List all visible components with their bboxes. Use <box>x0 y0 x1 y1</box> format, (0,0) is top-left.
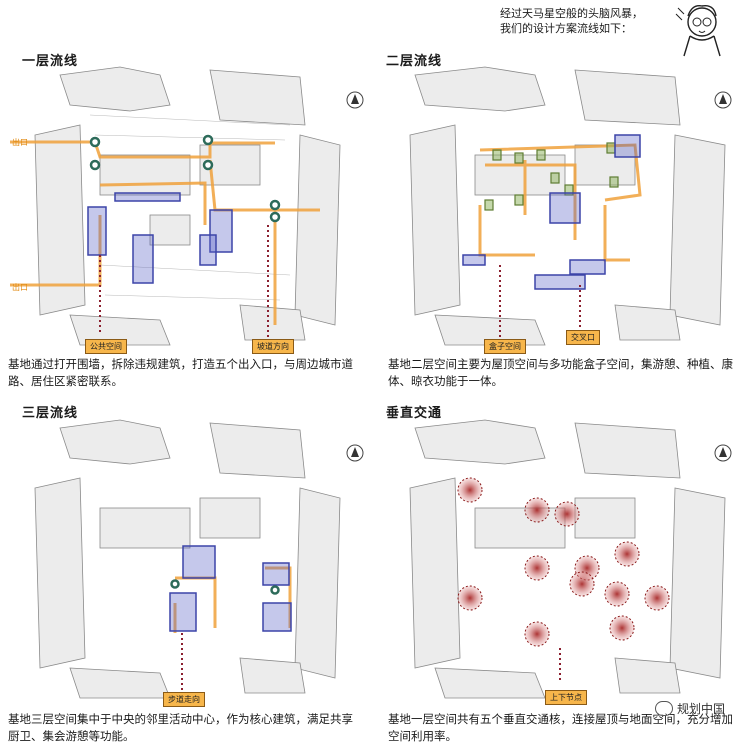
panel-4-title: 垂直交通 <box>386 406 443 421</box>
panel-1-title: 一层流线 <box>22 54 79 69</box>
panel-3-caption: 基地三层空间集中于中央的邻里活动中心，作为核心建筑，满足共享厨卫、集会游憩等功能… <box>8 712 353 743</box>
tag-ramp-direction: 坡道方向 <box>252 339 294 354</box>
exit-label-bottom: 出口 <box>12 283 28 292</box>
panel-2-caption: 基地二层空间主要为屋顶空间与多功能盒子空间，集游憩、种植、康体、晾衣功能于一体。 <box>388 357 733 388</box>
panel-1-plan <box>10 66 364 346</box>
exit-label-top: 出口 <box>12 138 28 147</box>
panel-1-caption: 基地通过打开围墙，拆除违规建筑，打造五个出入口，与周边城市道路、居住区紧密联系。 <box>8 357 353 388</box>
panel-3-plan <box>34 419 364 699</box>
mascot-illustration <box>675 5 721 57</box>
tag-walkway-direction: 步道走向 <box>163 692 205 707</box>
tag-public-space: 公共空间 <box>85 339 127 354</box>
intro-line-2: 我们的设计方案流线如下： <box>500 22 632 35</box>
panel-3-title: 三层流线 <box>22 406 79 421</box>
wechat-icon <box>655 701 673 716</box>
intro-text: 经过天马星空般的头脑风暴， 我们的设计方案流线如下： <box>500 6 700 36</box>
tag-box-space: 盒子空间 <box>484 339 526 354</box>
panel-4-plan <box>409 419 732 699</box>
panel-2-plan <box>409 66 732 346</box>
tag-vertical-node: 上下节点 <box>545 690 587 705</box>
watermark-text: 规划中国 <box>677 702 726 716</box>
watermark: 规划中国 <box>655 700 725 717</box>
tag-intersection: 交叉口 <box>566 330 600 345</box>
intro-line-1: 经过天马星空般的头脑风暴， <box>500 7 643 20</box>
panel-2-title: 二层流线 <box>386 54 443 69</box>
